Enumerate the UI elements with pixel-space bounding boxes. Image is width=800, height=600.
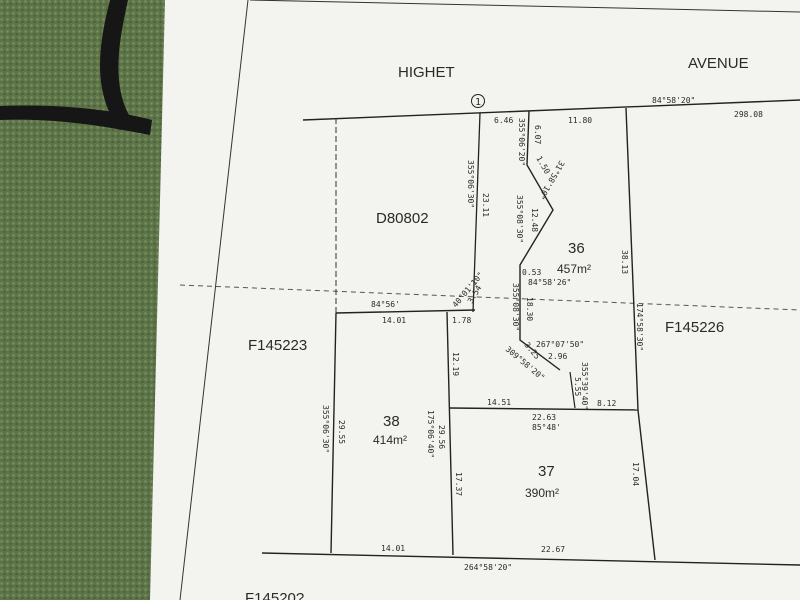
label-84-56: 84°56' — [371, 300, 400, 309]
highet-avenue-boundary — [302, 99, 800, 121]
d80802-right — [472, 112, 481, 313]
label-267-07-50: 267°07'50" — [536, 340, 584, 349]
label-29-55: 29.55 — [337, 420, 346, 444]
label-264-58-20: 264°58'20" — [464, 563, 512, 572]
lot36-west-boundary — [519, 110, 561, 371]
label-12-19: 12.19 — [451, 352, 460, 376]
street-name-avenue: AVENUE — [688, 55, 749, 72]
label-355-08-30-b: 355°08'30" — [511, 283, 520, 331]
lot-id-d80802: D80802 — [376, 210, 429, 227]
label-5-55: 5.55 — [573, 377, 582, 396]
survey-marker-circle — [471, 94, 485, 108]
lot38-right — [446, 311, 454, 556]
lot36-area: 457m² — [557, 262, 591, 276]
dashed-grid-line — [179, 284, 800, 311]
bottom-boundary — [261, 552, 800, 566]
lot37-right — [637, 409, 656, 561]
label-lot38-left-bearing: 355°06'30" — [321, 405, 330, 453]
label-355-08-30: 355°08'30" — [515, 195, 524, 243]
label-29-56: 29.56 — [437, 425, 446, 449]
lot36-number: 36 — [568, 240, 585, 257]
black-strap-loop — [100, 0, 135, 130]
label-6-07: 6.07 — [533, 125, 542, 144]
lot37-area: 390m² — [525, 486, 559, 500]
label-22-63: 22.63 — [532, 413, 556, 422]
paper-sheet — [150, 0, 800, 600]
label-17-37: 17.37 — [454, 472, 463, 496]
label-38-13: 38.13 — [620, 250, 629, 274]
label-18-30: 18.30 — [525, 297, 534, 321]
survey-marker-number: 1 — [475, 97, 481, 108]
street-name-highet: HIGHET — [398, 64, 455, 81]
lot38-number: 38 — [383, 413, 400, 430]
label-84-58-26: 84°58'26" — [528, 278, 571, 287]
plan-frame-left — [179, 0, 249, 600]
label-175-06-40: 175°06'40" — [426, 410, 435, 458]
lot-id-f145223: F145223 — [248, 337, 307, 354]
label-17-04: 17.04 — [631, 462, 640, 486]
lot-id-f145226: F145226 — [665, 319, 724, 336]
label-2-96: 2.96 — [548, 352, 567, 361]
top-bearing: 84°58'20" — [652, 96, 695, 105]
label-8-12: 8.12 — [597, 399, 616, 408]
label-1-78: 1.78 — [452, 316, 471, 325]
label-85-48: 85°48' — [532, 423, 561, 432]
label-14-51: 14.51 — [487, 398, 511, 407]
label-355-06-20: 355°06'20" — [517, 118, 526, 166]
top-distance-11-80: 11.80 — [568, 116, 592, 125]
label-14-01-bottom: 14.01 — [381, 544, 405, 553]
lot36-inner — [569, 371, 576, 409]
lot38-top — [335, 309, 476, 314]
label-0-53: 0.53 — [522, 268, 541, 277]
label-12-48: 12.48 — [530, 208, 539, 232]
lot38-left — [330, 312, 337, 554]
lot37-number: 37 — [538, 463, 555, 480]
label-355-39-40: 355°39'40" — [580, 362, 589, 410]
plan-frame-top — [249, 0, 800, 13]
label-22-67: 22.67 — [541, 545, 565, 554]
lot38-area: 414m² — [373, 433, 407, 447]
lot36-east-boundary — [625, 107, 639, 411]
label-14-01-top: 14.01 — [382, 316, 406, 325]
lot37-top — [449, 407, 639, 411]
top-distance-298: 298.08 — [734, 110, 763, 119]
label-355-06-30: 355°06'30" — [466, 160, 475, 208]
label-174-58-30: 174°58'30" — [635, 303, 644, 351]
top-distance-6-46: 6.46 — [494, 116, 513, 125]
lot-id-f145-bottom: F14520? — [245, 590, 304, 600]
label-23-11: 23.11 — [481, 193, 490, 217]
